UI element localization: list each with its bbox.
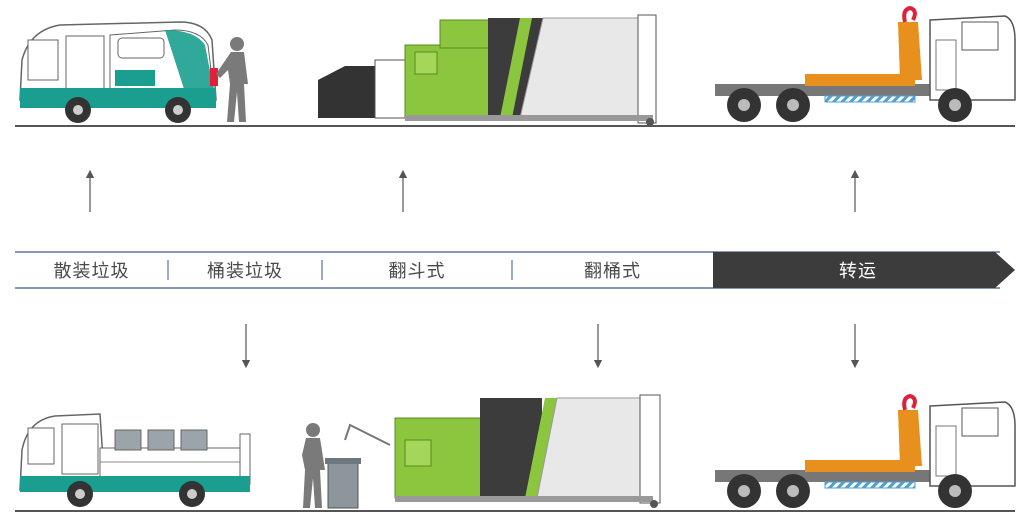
compactor-icon [344,394,661,508]
stage-label-tipping-bucket: 翻斗式 [388,261,446,281]
hooklift-truck-icon [715,5,1016,122]
compactor-icon [318,14,657,126]
worker-icon [302,423,325,508]
stage-label-transfer: 转运 [839,261,877,281]
stage-label-bin-tipping: 翻桶式 [584,261,641,281]
hooklift-truck-icon [715,393,1016,508]
worker-icon [216,37,248,122]
bin-truck-icon [19,413,251,507]
flow-band [15,251,1015,289]
garbage-bin-icon [325,458,361,509]
transfer-stage-highlight [713,252,1015,288]
stage-label-barrel-waste: 桶装垃圾 [207,261,283,281]
sweeper-truck-icon [19,21,218,123]
stage-label-bulk-waste: 散装垃圾 [53,261,130,281]
